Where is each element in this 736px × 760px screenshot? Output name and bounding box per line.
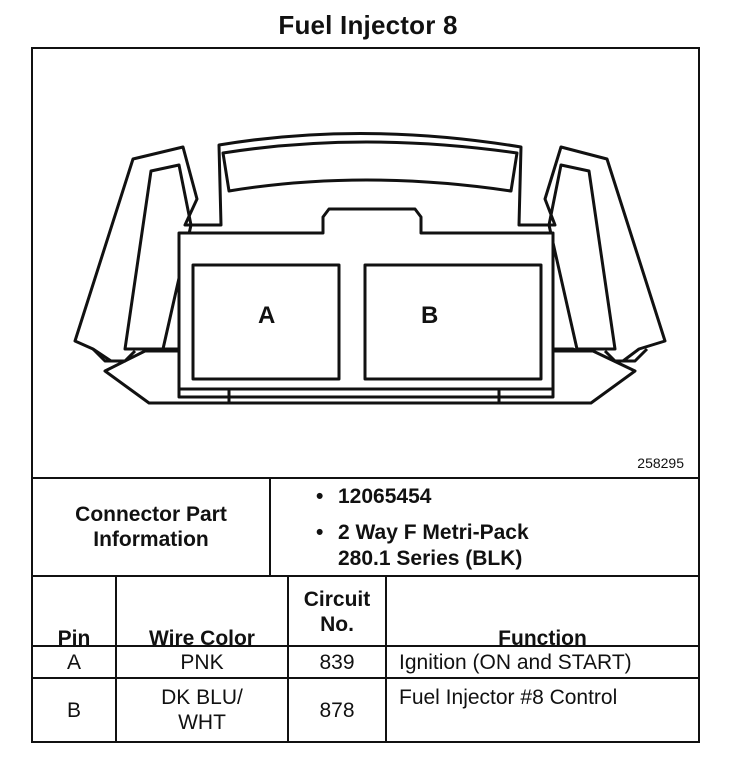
connector-info-item-continued: 280.1 Series (BLK) <box>338 547 522 571</box>
header-circuit-line1: Circuit <box>303 588 371 611</box>
table-row-a-pin: A <box>66 650 81 674</box>
connector-type-line1: 2 Way F Metri-Pack <box>338 521 529 544</box>
connector-info-label-line2: Information <box>93 528 209 551</box>
cavity-a-label: A <box>258 302 275 329</box>
table-row-b-wire-color: DK BLU/ WHT <box>117 679 287 741</box>
divider-col-circuit <box>385 575 387 741</box>
header-circuit-no: Circuit No. <box>289 579 385 645</box>
header-pin: Pin <box>57 627 91 650</box>
table-row-b-wire-color-line1: DK BLU/ <box>161 686 243 709</box>
left-tab <box>91 347 137 363</box>
connector-info-item: • 2 Way F Metri-Pack <box>316 521 529 545</box>
connector-frame: A B 258295 Connector Part Information • 1… <box>31 47 700 743</box>
divider-col-wire <box>287 575 289 741</box>
connector-diagram: A B <box>73 132 667 405</box>
cavity-b <box>363 263 543 381</box>
bullet: • <box>316 521 324 544</box>
table-row-a-function: Ignition (ON and START) <box>399 650 632 674</box>
divider-info-top <box>33 477 698 479</box>
table-row-b-circuit: 878 <box>319 698 355 722</box>
divider-info-vertical <box>269 477 271 575</box>
divider-header-bottom <box>33 645 698 647</box>
table-row-b-wire-color-line2: WHT <box>178 711 226 734</box>
connector-info-label: Connector Part Information <box>33 479 269 575</box>
connector-type-line2: 280.1 Series (BLK) <box>338 547 523 570</box>
bullet: • <box>316 485 324 508</box>
table-row-b-function: Fuel Injector #8 Control <box>399 685 618 709</box>
left-side-wall <box>123 163 193 351</box>
right-tab <box>603 347 649 363</box>
cavity-a <box>191 263 341 381</box>
top-rib <box>221 140 519 193</box>
divider-row-a <box>33 677 698 679</box>
cavity-b-label: B <box>421 302 438 329</box>
divider-table-top <box>33 575 698 577</box>
header-function: Function <box>498 627 587 650</box>
header-circuit-line2: No. <box>320 613 354 636</box>
page-title: Fuel Injector 8 <box>278 10 458 40</box>
table-row-a-wire-color: PNK <box>180 650 224 674</box>
header-wire-color: Wire Color <box>149 627 255 650</box>
connector-info-label-line1: Connector Part <box>75 503 227 526</box>
table-row-b-pin: B <box>66 698 81 722</box>
part-number: 12065454 <box>338 485 432 508</box>
right-side-wall <box>547 163 617 351</box>
table-row-a-circuit: 839 <box>319 650 355 674</box>
divider-col-pin <box>115 575 117 741</box>
figure-id: 258295 <box>637 455 684 471</box>
connector-info-item: • 12065454 <box>316 485 431 509</box>
